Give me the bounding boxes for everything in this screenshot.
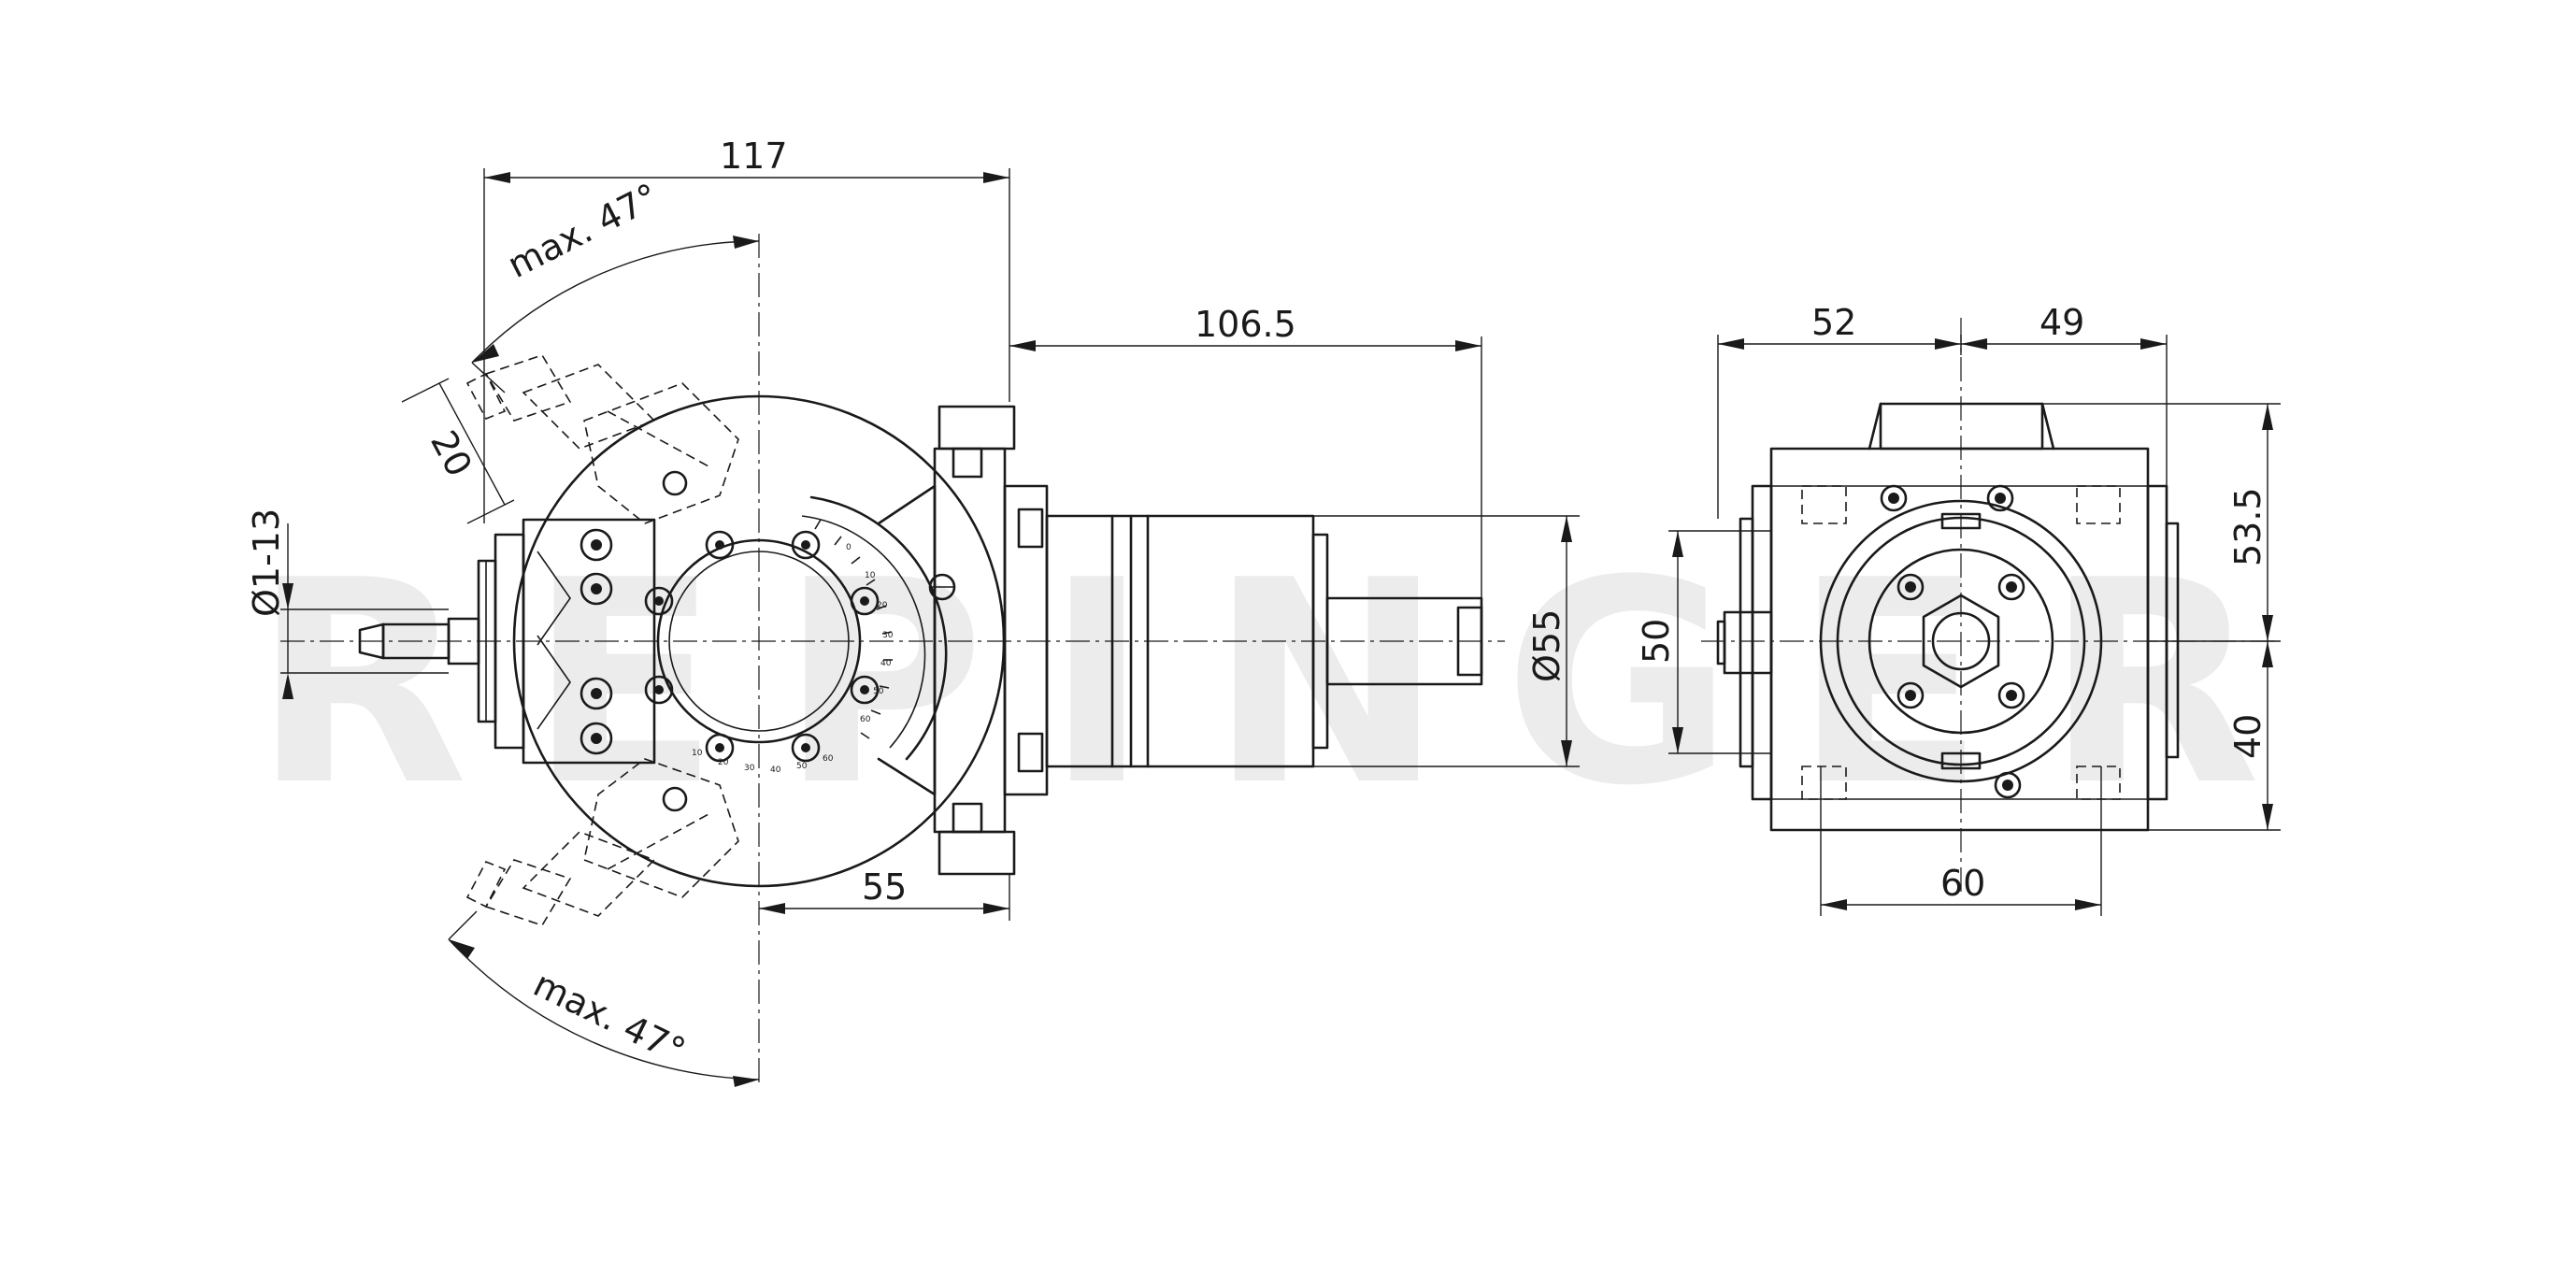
dim-55: 55 bbox=[759, 866, 1010, 921]
svg-text:106.5: 106.5 bbox=[1195, 304, 1296, 345]
svg-text:52: 52 bbox=[1811, 302, 1856, 343]
dim-angle-top: max. 47° bbox=[471, 176, 760, 394]
svg-text:40: 40 bbox=[2227, 714, 2268, 759]
dim-50: 50 bbox=[1636, 530, 1771, 754]
front-flange bbox=[1819, 499, 2103, 783]
shank bbox=[1325, 596, 1483, 686]
front-view: 52 49 60 50 bbox=[1636, 302, 2281, 916]
lower-tilted-spindle bbox=[465, 758, 739, 926]
svg-text:60: 60 bbox=[1940, 863, 1985, 904]
dim-60: 60 bbox=[1820, 766, 2102, 916]
dim-49: 49 bbox=[1961, 302, 2168, 486]
svg-text:60: 60 bbox=[860, 715, 871, 724]
dim-dia-55: Ø55 bbox=[1313, 515, 1580, 767]
top-boss bbox=[1879, 402, 2044, 451]
svg-text:Ø1-13: Ø1-13 bbox=[246, 508, 287, 617]
svg-text:20: 20 bbox=[877, 601, 888, 610]
svg-text:20: 20 bbox=[422, 424, 480, 483]
dim-52: 52 bbox=[1717, 302, 1962, 519]
dim-117: 117 bbox=[483, 136, 1010, 523]
svg-text:50: 50 bbox=[796, 762, 808, 771]
svg-text:117: 117 bbox=[720, 136, 788, 177]
svg-text:30: 30 bbox=[744, 764, 755, 773]
dim-106-5: 106.5 bbox=[1009, 304, 1482, 598]
svg-text:Ø55: Ø55 bbox=[1526, 609, 1567, 682]
dim-angle-bottom: max. 47° bbox=[448, 910, 760, 1087]
svg-text:30: 30 bbox=[882, 631, 894, 640]
watermark-text: REPINGER bbox=[252, 521, 2321, 847]
collet-stub bbox=[358, 617, 480, 665]
dim-53-5: 53.5 bbox=[2042, 403, 2281, 642]
upper-tilted-spindle bbox=[465, 354, 739, 524]
svg-text:60: 60 bbox=[823, 754, 834, 764]
head-bolts bbox=[580, 528, 880, 763]
svg-text:10: 10 bbox=[692, 749, 703, 758]
dim-40: 40 bbox=[2148, 641, 2281, 831]
spindle-housing bbox=[477, 518, 656, 765]
svg-text:49: 49 bbox=[2039, 302, 2084, 343]
svg-text:55: 55 bbox=[862, 866, 907, 908]
svg-text:53.5: 53.5 bbox=[2227, 487, 2268, 566]
svg-text:0: 0 bbox=[846, 543, 852, 552]
svg-text:40: 40 bbox=[770, 766, 781, 775]
front-bolts bbox=[1880, 484, 2025, 799]
svg-text:50: 50 bbox=[1636, 619, 1677, 664]
svg-text:10: 10 bbox=[865, 571, 876, 580]
dim-clamping-range: Ø1-13 bbox=[246, 508, 449, 699]
svg-text:40: 40 bbox=[880, 659, 892, 668]
svg-text:20: 20 bbox=[718, 758, 729, 767]
svg-text:max. 47°: max. 47° bbox=[527, 964, 692, 1072]
dim-20: 20 bbox=[401, 378, 515, 524]
hex-nut bbox=[1922, 594, 2000, 689]
mounting-flange bbox=[928, 405, 1049, 876]
central-bore bbox=[656, 538, 862, 744]
svg-text:max. 47°: max. 47° bbox=[501, 176, 665, 286]
